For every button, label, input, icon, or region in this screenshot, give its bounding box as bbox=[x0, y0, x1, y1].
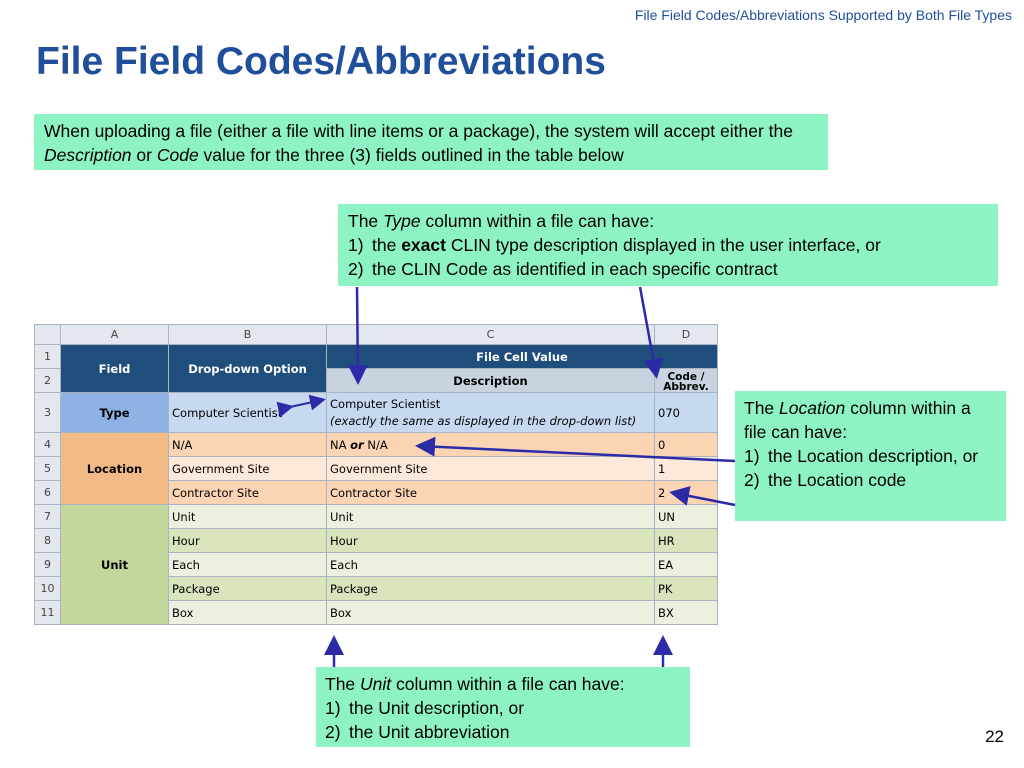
unit-description: Package bbox=[326, 576, 655, 601]
unit-code: HR bbox=[654, 528, 718, 553]
codes-table: A B C D 1 Field Drop-down Option File Ce… bbox=[34, 324, 718, 625]
column-header-row: A B C D bbox=[34, 324, 718, 345]
row-number: 11 bbox=[34, 600, 61, 625]
location-option: Government Site bbox=[168, 456, 327, 481]
type-option: Computer Scientist bbox=[168, 392, 327, 433]
table-row: 4 Location N/A NA or N/A 0 bbox=[34, 432, 718, 505]
unit-description: Box bbox=[326, 600, 655, 625]
row-number: 3 bbox=[34, 392, 61, 433]
header-file-cell-value: File Cell Value bbox=[326, 344, 718, 369]
location-option: N/A bbox=[168, 432, 327, 457]
intro-note: When uploading a file (either a file wit… bbox=[34, 114, 828, 170]
row-number: 8 bbox=[34, 528, 61, 553]
row-number: 5 bbox=[34, 456, 61, 481]
unit-code: PK bbox=[654, 576, 718, 601]
location-label: Location bbox=[60, 432, 169, 505]
location-description: Contractor Site bbox=[326, 480, 655, 505]
page-title: File Field Codes/Abbreviations bbox=[36, 40, 606, 83]
table-row: 11 Box Box BX bbox=[34, 600, 718, 625]
location-code: 1 bbox=[654, 456, 718, 481]
row-number: 10 bbox=[34, 576, 61, 601]
unit-description: Hour bbox=[326, 528, 655, 553]
location-option: Contractor Site bbox=[168, 480, 327, 505]
unit-option: Package bbox=[168, 576, 327, 601]
table-row: 2 Description Code / Abbrev. bbox=[34, 368, 718, 393]
row-number: 4 bbox=[34, 432, 61, 457]
table-row: 9 Each Each EA bbox=[34, 552, 718, 577]
type-code: 070 bbox=[654, 392, 718, 433]
row-number: 9 bbox=[34, 552, 61, 577]
unit-option: Hour bbox=[168, 528, 327, 553]
unit-code: BX bbox=[654, 600, 718, 625]
unit-code: EA bbox=[654, 552, 718, 577]
unit-option: Each bbox=[168, 552, 327, 577]
unit-label: Unit bbox=[60, 504, 169, 625]
unit-description: Each bbox=[326, 552, 655, 577]
corner-cell bbox=[34, 324, 61, 345]
column-header: C bbox=[326, 324, 655, 345]
unit-description: Unit bbox=[326, 504, 655, 529]
table-row: 10 Package Package PK bbox=[34, 576, 718, 601]
row-number: 6 bbox=[34, 480, 61, 505]
location-note: The Location column within a file can ha… bbox=[735, 391, 1006, 521]
type-description: Computer Scientist(exactly the same as d… bbox=[326, 392, 655, 433]
unit-code: UN bbox=[654, 504, 718, 529]
row-number: 2 bbox=[34, 368, 61, 393]
table-row: 6 Contractor Site Contractor Site 2 bbox=[34, 480, 718, 505]
unit-option: Box bbox=[168, 600, 327, 625]
table-row: 1 Field Drop-down Option File Cell Value bbox=[34, 344, 718, 393]
row-number: 1 bbox=[34, 344, 61, 369]
unit-note: The Unit column within a file can have: … bbox=[316, 667, 690, 747]
header-dropdown-option: Drop-down Option bbox=[168, 344, 327, 393]
slide-subject: File Field Codes/Abbreviations Supported… bbox=[634, 7, 1012, 23]
table-row: 7 Unit Unit Unit UN bbox=[34, 504, 718, 625]
column-header: D bbox=[654, 324, 718, 345]
table-row: 3 Type Computer Scientist Computer Scien… bbox=[34, 392, 718, 433]
header-code: Code / Abbrev. bbox=[654, 368, 718, 393]
page-number: 22 bbox=[985, 727, 1004, 746]
location-description: Government Site bbox=[326, 456, 655, 481]
row-number: 7 bbox=[34, 504, 61, 529]
unit-option: Unit bbox=[168, 504, 327, 529]
column-header: B bbox=[168, 324, 327, 345]
location-code: 2 bbox=[654, 480, 718, 505]
spreadsheet-image: A B C D 1 Field Drop-down Option File Ce… bbox=[34, 324, 718, 633]
header-description: Description bbox=[326, 368, 655, 393]
table-row: 8 Hour Hour HR bbox=[34, 528, 718, 553]
column-header: A bbox=[60, 324, 169, 345]
type-label: Type bbox=[60, 392, 169, 433]
type-note: The Type column within a file can have: … bbox=[338, 204, 998, 286]
header-field: Field bbox=[60, 344, 169, 393]
location-code: 0 bbox=[654, 432, 718, 457]
location-description: NA or N/A bbox=[326, 432, 655, 457]
